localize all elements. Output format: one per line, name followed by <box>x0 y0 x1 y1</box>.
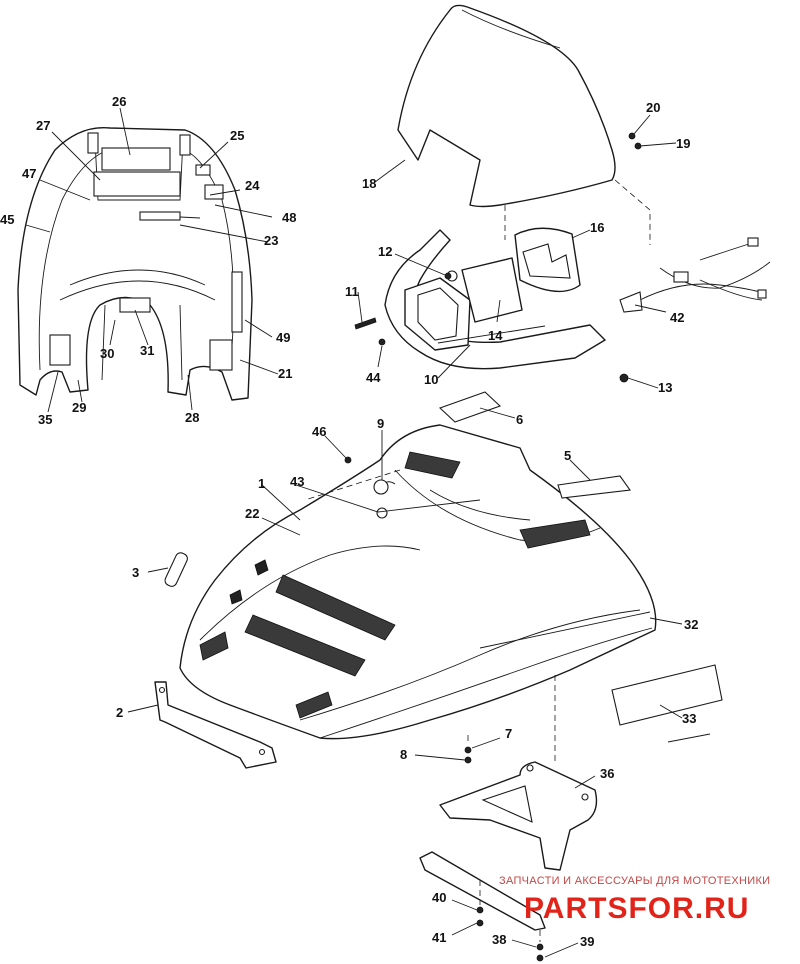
windshield-part <box>397 4 616 208</box>
callout-10: 10 <box>424 372 438 387</box>
callout-46: 46 <box>312 424 326 439</box>
callout-24: 24 <box>245 178 260 193</box>
callout-23: 23 <box>264 233 278 248</box>
callout-35: 35 <box>38 412 52 427</box>
callout-2: 2 <box>116 705 123 720</box>
inner-hood-part <box>17 126 253 401</box>
callout-45: 45 <box>0 212 14 227</box>
callout-29: 29 <box>72 400 86 415</box>
callout-14: 14 <box>488 328 503 343</box>
watermark: ЗАПЧАСТИ И АКСЕССУАРЫ ДЛЯ МОТОТЕХНИКИ PA… <box>499 875 770 925</box>
callout-41: 41 <box>432 930 446 945</box>
callout-3: 3 <box>132 565 139 580</box>
callout-5: 5 <box>564 448 571 463</box>
decal-5-part <box>557 475 631 499</box>
callout-39: 39 <box>580 934 594 949</box>
callout-16: 16 <box>590 220 604 235</box>
watermark-tagline: ЗАПЧАСТИ И АКСЕССУАРЫ ДЛЯ МОТОТЕХНИКИ <box>499 875 770 887</box>
callout-12: 12 <box>378 244 392 259</box>
main-hood-part <box>179 424 657 740</box>
callout-36: 36 <box>600 766 614 781</box>
callout-48: 48 <box>282 210 296 225</box>
callout-8: 8 <box>400 747 407 762</box>
callout-43: 43 <box>290 474 304 489</box>
callout-33: 33 <box>682 711 696 726</box>
headlight-assembly <box>384 227 606 370</box>
decal-33-part <box>611 664 723 726</box>
callout-6: 6 <box>516 412 523 427</box>
callout-13: 13 <box>658 380 672 395</box>
callout-25: 25 <box>230 128 244 143</box>
callout-20: 20 <box>646 100 660 115</box>
callout-40: 40 <box>432 890 446 905</box>
callout-22: 22 <box>245 506 259 521</box>
fasteners <box>344 132 642 962</box>
callout-47: 47 <box>22 166 36 181</box>
callout-26: 26 <box>112 94 126 109</box>
callout-49: 49 <box>276 330 290 345</box>
callout-1: 1 <box>258 476 265 491</box>
callout-19: 19 <box>676 136 690 151</box>
watermark-logo-text: PARTSFOR.RU <box>524 892 749 925</box>
callout-18: 18 <box>362 176 376 191</box>
callout-42: 42 <box>670 310 684 325</box>
callout-7: 7 <box>505 726 512 741</box>
bracket-2-part <box>154 681 277 769</box>
callout-21: 21 <box>278 366 292 381</box>
callout-38: 38 <box>492 932 506 947</box>
decal-3-part <box>164 552 188 587</box>
callout-30: 30 <box>100 346 114 361</box>
bracket-lower-part <box>419 851 546 931</box>
callout-11: 11 <box>345 284 359 299</box>
callout-labels: 26 27 25 47 24 45 48 23 49 30 31 21 29 3… <box>0 94 698 949</box>
callout-28: 28 <box>185 410 199 425</box>
decal-6-part <box>438 391 502 423</box>
callout-9: 9 <box>377 416 384 431</box>
callout-31: 31 <box>140 343 154 358</box>
leader-lines <box>25 107 711 958</box>
wiring-harness-part <box>619 237 771 313</box>
callout-44: 44 <box>366 370 381 385</box>
callout-32: 32 <box>684 617 698 632</box>
bracket-36-part <box>439 761 598 871</box>
assembly-guide-lines <box>304 179 651 942</box>
callout-27: 27 <box>36 118 50 133</box>
